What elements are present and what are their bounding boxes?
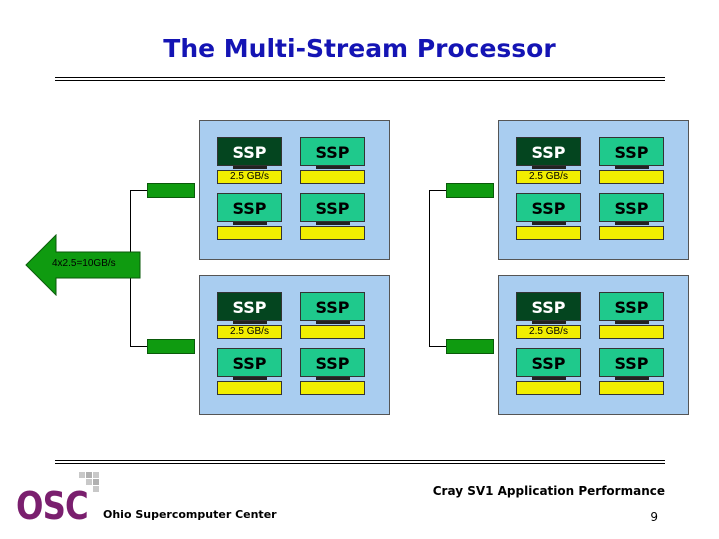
slide-title: The Multi-Stream Processor [163, 34, 556, 63]
ssp-port [233, 166, 267, 169]
bottom-rule-1 [55, 460, 665, 461]
ssp-port [615, 321, 649, 324]
osc-logo: OSC [16, 484, 89, 528]
ssp-block: SSP [599, 348, 664, 380]
ssp-block: SSP [516, 137, 581, 169]
cache-bar [599, 381, 664, 395]
top-rule-2 [55, 80, 665, 81]
bus-tick [429, 346, 446, 347]
ssp-port [615, 377, 649, 380]
ssp-port [316, 377, 350, 380]
ssp-block: SSP [217, 137, 282, 169]
logo-pattern-icon [79, 472, 99, 492]
ssp-port [233, 222, 267, 225]
footer-title: Cray SV1 Application Performance [432, 484, 665, 498]
ssp-block: SSP [217, 348, 282, 380]
bandwidth-bar: 2.5 GB/s [217, 170, 282, 184]
ssp-port [532, 166, 566, 169]
ssp-port [316, 166, 350, 169]
aggregate-arrow-icon [25, 233, 141, 297]
link-connector [147, 183, 195, 198]
cache-bar [217, 226, 282, 240]
ssp-block: SSP [599, 137, 664, 169]
cache-bar [599, 226, 664, 240]
link-connector [147, 339, 195, 354]
ssp-block: SSP [300, 193, 365, 225]
cache-bar [599, 325, 664, 339]
bus-tick [429, 190, 446, 191]
ssp-block: SSP [300, 348, 365, 380]
ssp-block: SSP [217, 292, 282, 324]
bus-tick [130, 346, 147, 347]
cache-bar [300, 381, 365, 395]
ssp-port [233, 321, 267, 324]
ssp-port [532, 222, 566, 225]
ssp-port [532, 377, 566, 380]
ssp-port [316, 222, 350, 225]
ssp-port [233, 377, 267, 380]
ssp-block: SSP [217, 193, 282, 225]
aggregate-label: 4x2.5=10GB/s [52, 258, 116, 269]
ssp-block: SSP [300, 137, 365, 169]
cache-bar [300, 226, 365, 240]
cache-bar [599, 170, 664, 184]
link-connector [446, 183, 494, 198]
bandwidth-bar: 2.5 GB/s [217, 325, 282, 339]
ssp-block: SSP [599, 292, 664, 324]
cache-bar [516, 226, 581, 240]
bus-tick [130, 190, 147, 191]
top-rule-1 [55, 77, 665, 78]
ssp-block: SSP [516, 348, 581, 380]
bottom-rule-2 [55, 463, 665, 464]
cache-bar [300, 325, 365, 339]
bandwidth-bar: 2.5 GB/s [516, 325, 581, 339]
ssp-block: SSP [300, 292, 365, 324]
bandwidth-bar: 2.5 GB/s [516, 170, 581, 184]
cache-bar [217, 381, 282, 395]
ssp-block: SSP [516, 292, 581, 324]
ssp-port [615, 166, 649, 169]
ssp-port [615, 222, 649, 225]
page-number: 9 [650, 510, 658, 524]
link-connector [446, 339, 494, 354]
ssp-port [532, 321, 566, 324]
footer-org: Ohio Supercomputer Center [103, 508, 277, 521]
cache-bar [516, 381, 581, 395]
ssp-block: SSP [599, 193, 664, 225]
ssp-block: SSP [516, 193, 581, 225]
bus-line-right [429, 190, 430, 347]
cache-bar [300, 170, 365, 184]
ssp-port [316, 321, 350, 324]
